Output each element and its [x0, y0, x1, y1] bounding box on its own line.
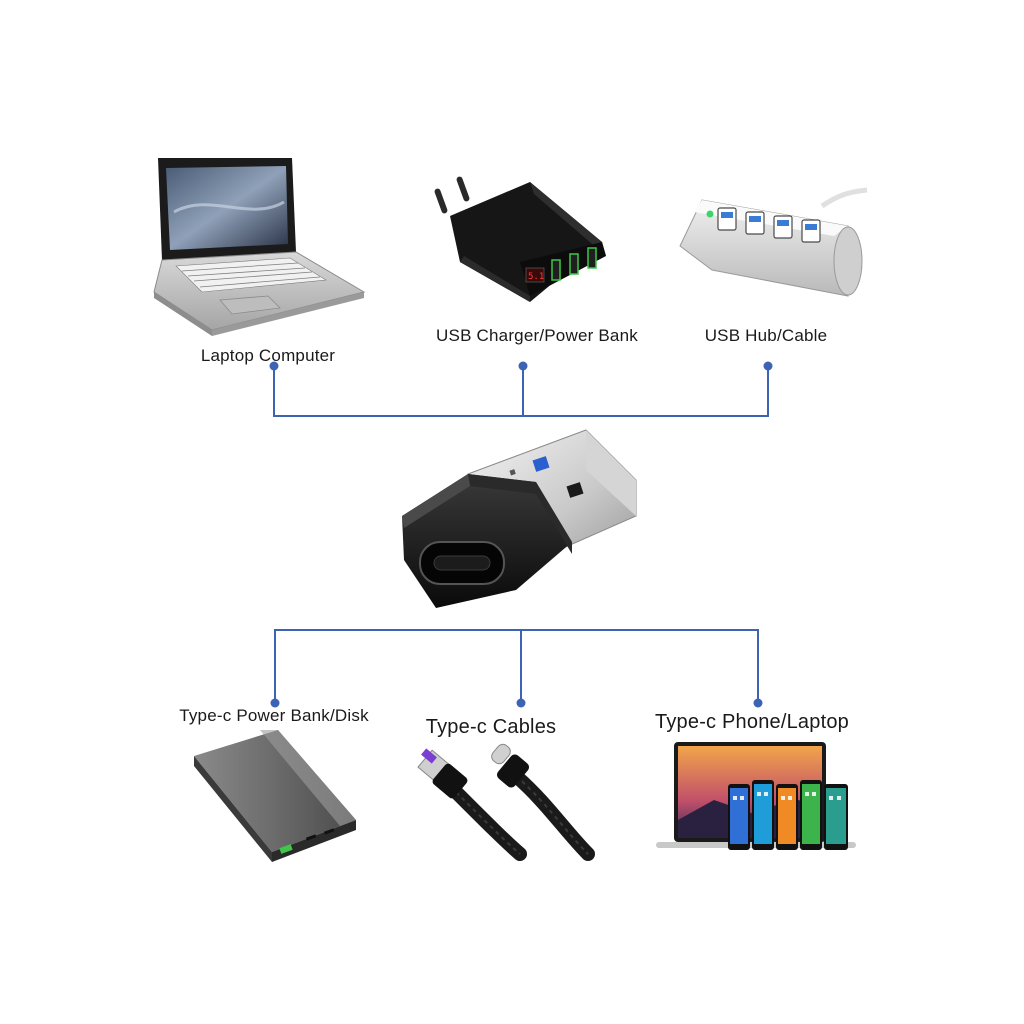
type-c-cable-icon — [417, 743, 595, 861]
label-usb-hub-cable: USB Hub/Cable — [704, 326, 828, 345]
laptop-icon — [153, 158, 366, 336]
svg-text:5.1: 5.1 — [528, 272, 544, 282]
usb-adapter-icon — [402, 429, 637, 608]
label-type-c-phone-laptop: Type-c Phone/Laptop — [655, 711, 849, 733]
label-type-c-power-bank-disk: Type-c Power Bank/Disk — [179, 706, 369, 725]
label-usb-charger-power-bank: USB Charger/Power Bank — [436, 326, 638, 345]
label-type-c-cables: Type-c Cables — [425, 716, 557, 738]
usb-hub-icon — [679, 187, 868, 297]
usb-charger-icon: 5.1 — [434, 176, 606, 302]
phones-laptop-icon — [656, 742, 856, 850]
power-bank-icon — [194, 730, 356, 862]
label-laptop-computer: Laptop Computer — [200, 346, 336, 365]
